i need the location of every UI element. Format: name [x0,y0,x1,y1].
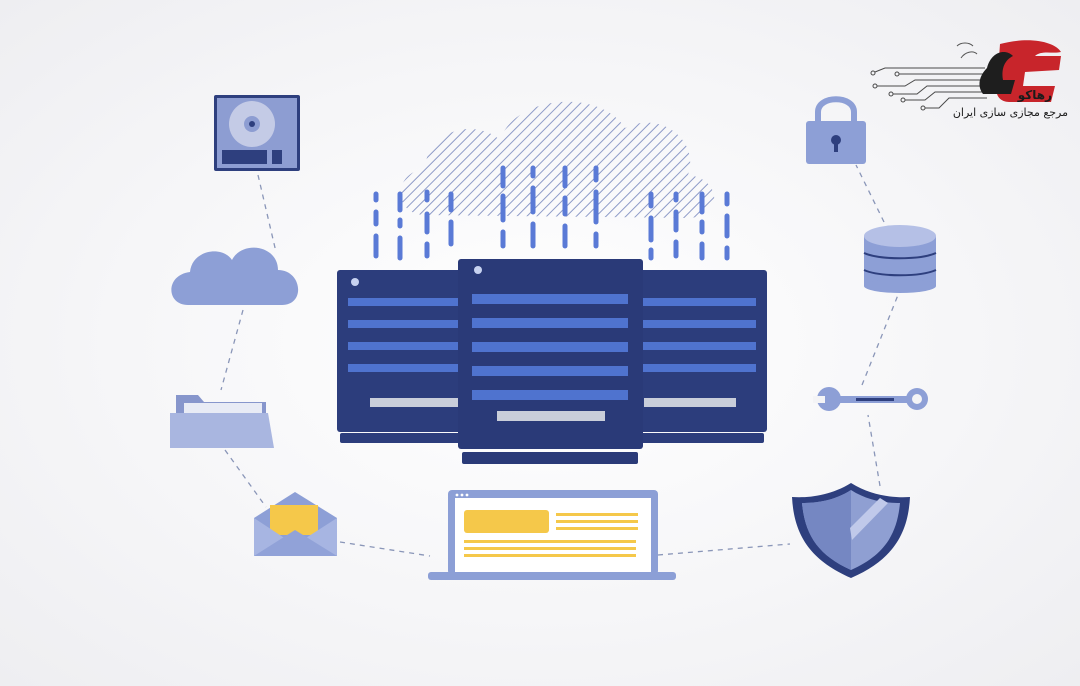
data-cloud-icon [400,101,715,218]
database-icon [863,225,937,293]
hard-drive-icon [214,95,300,171]
circuit-lines-icon [870,67,987,111]
connector-lines [220,164,901,557]
brand-tagline: مرجع مجازی سازی ایران [952,106,1068,119]
connector-drive-cloud [257,174,277,253]
server-left [337,270,472,443]
wrench-icon [813,387,928,411]
lock-icon [806,96,866,164]
connector-folder-mail [224,449,267,508]
connector-wrench-database [861,289,901,386]
data-streams [373,165,730,261]
folder-icon [170,395,274,448]
server-right [632,270,767,443]
connector-cloud-folder [220,309,244,391]
brand-mark-icon [956,40,1061,102]
mail-icon [254,492,337,556]
connector-shield-wrench [867,414,881,487]
connector-database-lock [855,164,885,223]
brand-name: رهاکو [1017,88,1052,102]
server-rack-icon [337,259,767,464]
server-center [458,259,643,464]
brand-logo [870,40,1061,111]
connector-laptop-shield [657,543,791,556]
cloud-icon [171,247,299,305]
laptop-icon [428,490,676,580]
connector-mail-laptop [339,541,431,557]
shield-icon [792,483,910,578]
